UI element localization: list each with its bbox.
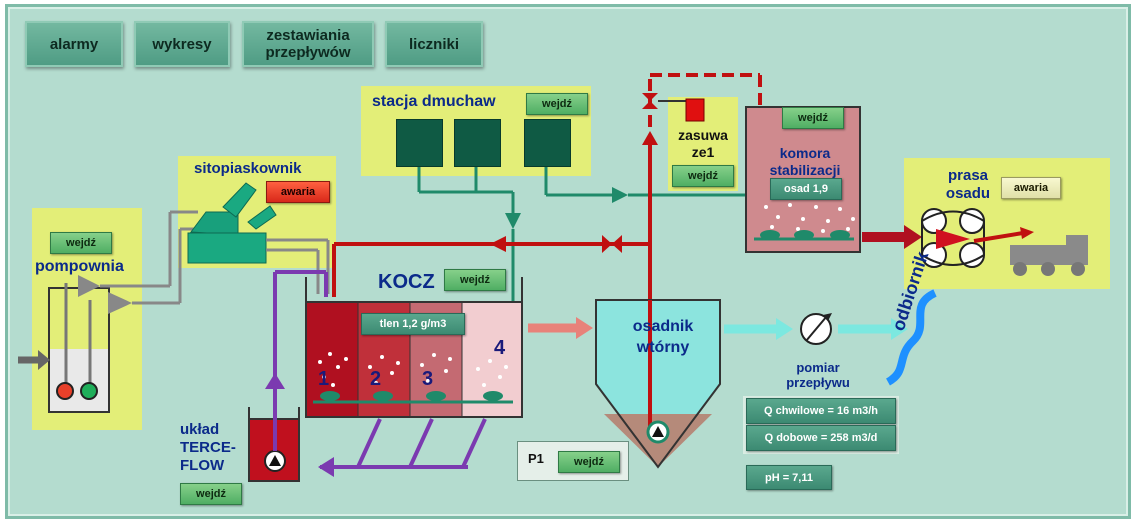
nav-liczniki-button[interactable]: liczniki [385, 21, 483, 67]
p1-enter-button[interactable]: wejdź [558, 451, 620, 473]
dmuchawy-enter-button[interactable]: wejdź [526, 93, 588, 115]
terce-flow-enter-button[interactable]: wejdź [180, 483, 242, 505]
q-chwilowe-display: Q chwilowe = 16 m3/h [746, 398, 896, 424]
blower-1[interactable] [396, 119, 443, 167]
prasa-alarm[interactable]: awaria [1001, 177, 1061, 199]
pompownia-water [50, 349, 108, 411]
pump-1-icon[interactable] [56, 382, 74, 400]
zasuwa-indicator [685, 98, 705, 122]
nav-wykresy-button[interactable]: wykresy [134, 21, 230, 67]
chamber-1-number: 1 [318, 368, 330, 390]
stacja-dmuchaw-label: stacja dmuchaw [372, 93, 496, 110]
kocz-label: KOCZ [378, 271, 435, 293]
komora-enter-button[interactable]: wejdź [782, 107, 844, 129]
pomiar-label: pomiar przepływu [786, 360, 850, 390]
kocz-enter-button[interactable]: wejdź [444, 269, 506, 291]
kocz-oxygen-display: tlen 1,2 g/m3 [361, 313, 465, 335]
chamber-3-number: 3 [422, 368, 434, 390]
komora-label: komora stabilizacji [769, 145, 841, 178]
blower-2[interactable] [454, 119, 501, 167]
nav-alarmy-button[interactable]: alarmy [25, 21, 123, 67]
pompownia-enter-button[interactable]: wejdź [50, 232, 112, 254]
zasuwa-enter-button[interactable]: wejdź [672, 165, 734, 187]
prasa-label: prasa osadu [945, 167, 991, 202]
sitopiaskownik-label: sitopiaskownik [194, 160, 302, 177]
pump-2-icon[interactable] [80, 382, 98, 400]
blower-3[interactable] [524, 119, 571, 167]
scada-screen: alarmy wykresy zestawiania przepływów li… [5, 4, 1131, 519]
komora-osad-display: osad 1,9 [770, 178, 842, 200]
process-diagram [18, 73, 1088, 482]
chamber-4-number: 4 [494, 337, 506, 359]
ph-display: pH = 7,11 [746, 465, 832, 490]
chamber-2-number: 2 [370, 368, 382, 390]
zasuwa-label: zasuwa ze1 [678, 127, 728, 160]
terce-flow-label: układ TERCE-FLOW [180, 421, 236, 474]
nav-zestawiania-button[interactable]: zestawiania przepływów [242, 21, 374, 67]
pompownia-label: pompownia [35, 258, 124, 275]
q-dobowe-display: Q dobowe = 258 m3/d [746, 425, 896, 451]
sitopiaskownik-alarm[interactable]: awaria [266, 181, 330, 203]
osadnik-label: osadnik wtórny [632, 318, 694, 356]
p1-label: P1 [528, 451, 544, 466]
